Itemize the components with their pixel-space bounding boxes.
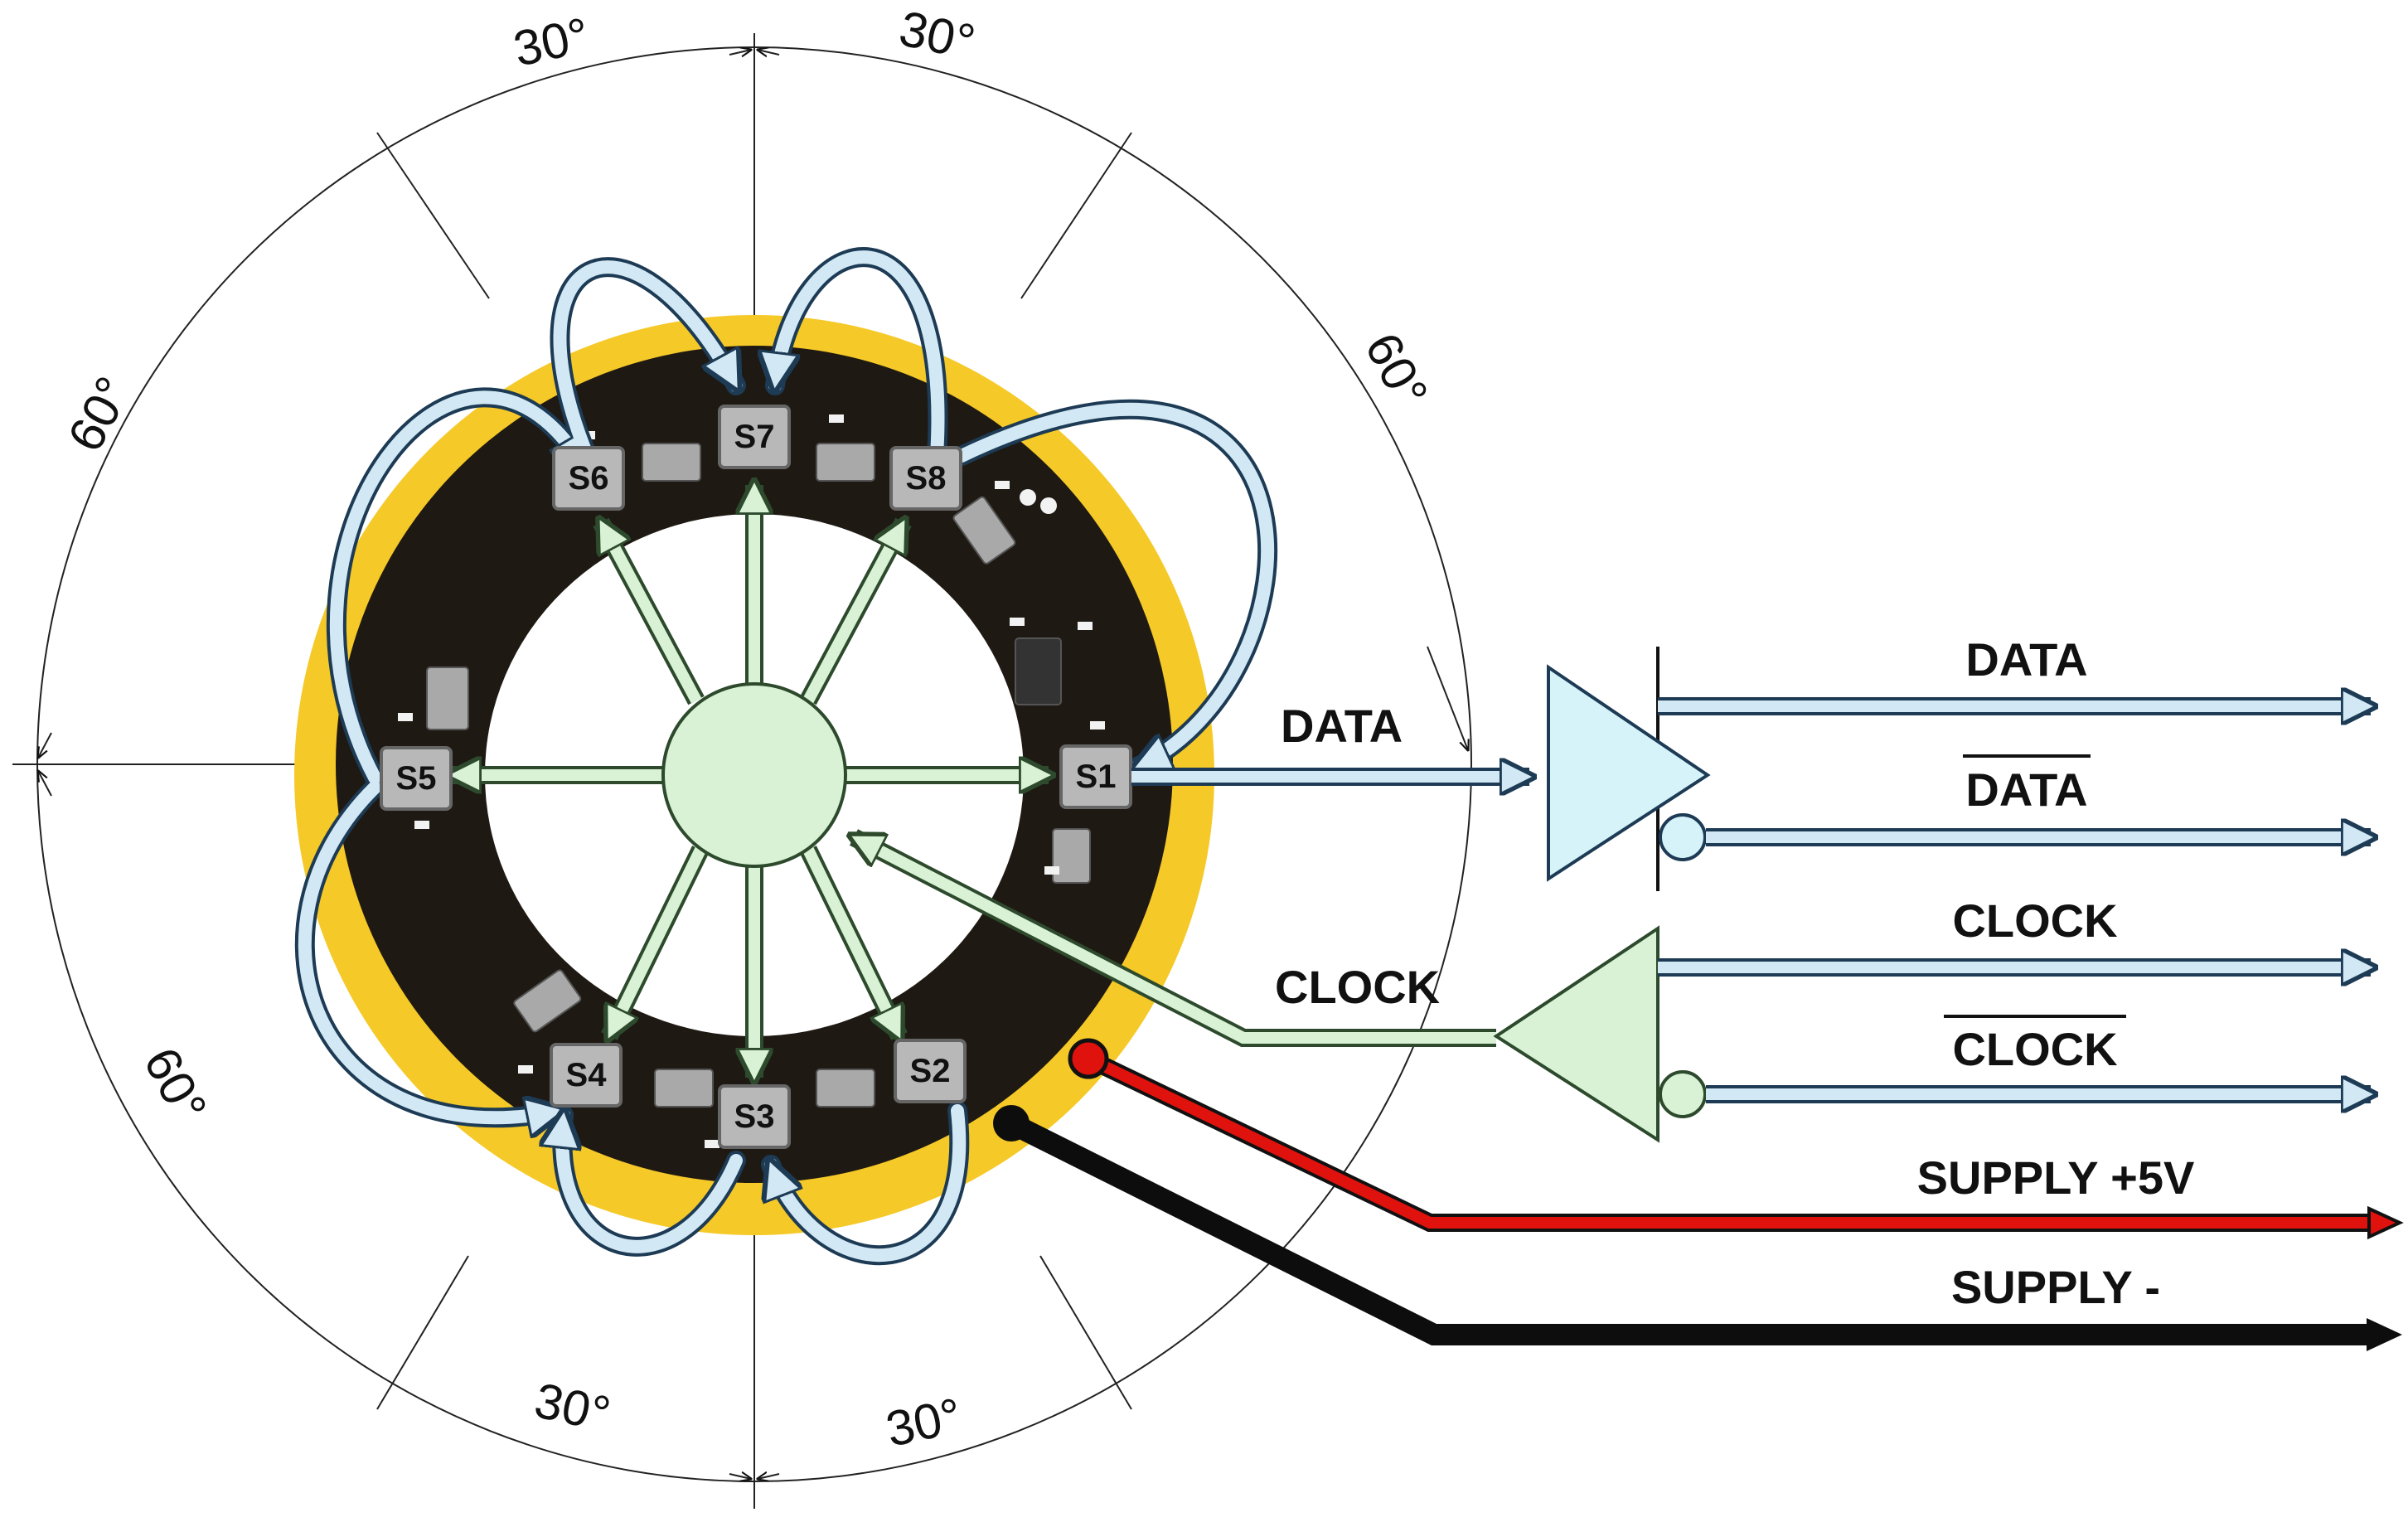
data-output-label: DATA xyxy=(1965,633,2087,686)
arrow-s4-s3 xyxy=(562,1115,743,1253)
sensor-s5: S5 xyxy=(380,746,453,811)
hub-spokes xyxy=(452,485,1049,1078)
arrow-s7-s6 xyxy=(553,260,736,475)
spoke-to-s4 xyxy=(609,846,706,1036)
dim-line-upper-left xyxy=(376,132,490,299)
arrow-s1-s8 xyxy=(955,403,1274,767)
angle-label: 30° xyxy=(894,0,980,70)
data-line: DATA xyxy=(1131,700,1529,777)
data-inverter-bubble xyxy=(1659,813,1707,861)
clock-inverted-output-label: CLOCK xyxy=(1952,1023,2117,1075)
supply-negative-wire xyxy=(1006,1113,2371,1345)
clock-line: CLOCK xyxy=(854,829,1496,1047)
sensor-label: S6 xyxy=(569,460,609,497)
sensor-s3: S3 xyxy=(718,1084,791,1149)
sensors: S1 S2 S3 S4 S5 S6 S7 S8 xyxy=(380,405,1132,1149)
angle-label: 30° xyxy=(509,7,594,76)
sensor-label: S8 xyxy=(906,460,947,497)
clock-receiver-triangle xyxy=(1493,925,1659,1143)
clock-input-label: CLOCK xyxy=(1275,961,1440,1013)
dim-line-upper-right xyxy=(1020,132,1132,299)
arrow-s3-s2 xyxy=(771,1104,967,1263)
supply-negative-terminal xyxy=(993,1105,1030,1142)
sensor-s8: S8 xyxy=(889,446,962,511)
arrow-s8-s7 xyxy=(775,250,945,463)
spoke-to-s8 xyxy=(802,522,904,704)
sensor-label: S5 xyxy=(396,760,437,797)
sensor-s6: S6 xyxy=(552,446,625,511)
angle-label: 60° xyxy=(57,368,142,461)
angle-label: 60° xyxy=(1354,324,1439,417)
dim-line-lower-right xyxy=(1039,1255,1132,1410)
data-driver-triangle xyxy=(1547,664,1711,882)
supply-negative-label: SUPPLY - xyxy=(1951,1261,2160,1313)
sensor-label: S2 xyxy=(910,1053,951,1089)
hub-circle xyxy=(661,682,847,868)
sensor-label: S1 xyxy=(1076,759,1117,795)
angle-label: 60° xyxy=(133,1039,218,1132)
data-inverted-output-label: DATA xyxy=(1965,763,2087,816)
output-lines: DATA DATA CLOCK CLOCK SUPPLY +5V SUPPLY … xyxy=(1658,633,2371,1313)
arrow-s6-s5 xyxy=(329,390,584,784)
angle-label: 30° xyxy=(881,1388,967,1457)
sensor-s2: S2 xyxy=(894,1039,967,1103)
pcb-components xyxy=(426,443,1091,1108)
clock-input-arrow xyxy=(854,837,1496,1044)
sensor-label: S4 xyxy=(566,1057,608,1093)
clock-inverter-bubble xyxy=(1659,1070,1707,1118)
clock-output-label: CLOCK xyxy=(1952,894,2117,947)
line-receiver xyxy=(1493,925,1707,1143)
data-input-label: DATA xyxy=(1281,700,1403,752)
sensor-link-arrows xyxy=(294,247,1277,1266)
sensor-s1: S1 xyxy=(1059,744,1132,809)
arrow-s5-s4 xyxy=(298,781,560,1117)
dim-line-lower-left xyxy=(376,1255,469,1410)
spoke-to-s6 xyxy=(601,522,702,704)
sensor-s7: S7 xyxy=(718,405,791,469)
line-driver xyxy=(1547,647,1711,891)
sensor-label: S3 xyxy=(734,1098,775,1135)
supply-wires xyxy=(993,1038,2404,1351)
angle-label: 30° xyxy=(530,1372,615,1442)
supply-positive-label: SUPPLY +5V xyxy=(1917,1151,2195,1204)
supply-positive-terminal xyxy=(1068,1038,1109,1079)
sensor-label: S7 xyxy=(734,419,775,455)
sensor-s4: S4 xyxy=(550,1043,623,1108)
spoke-to-s2 xyxy=(802,846,899,1036)
